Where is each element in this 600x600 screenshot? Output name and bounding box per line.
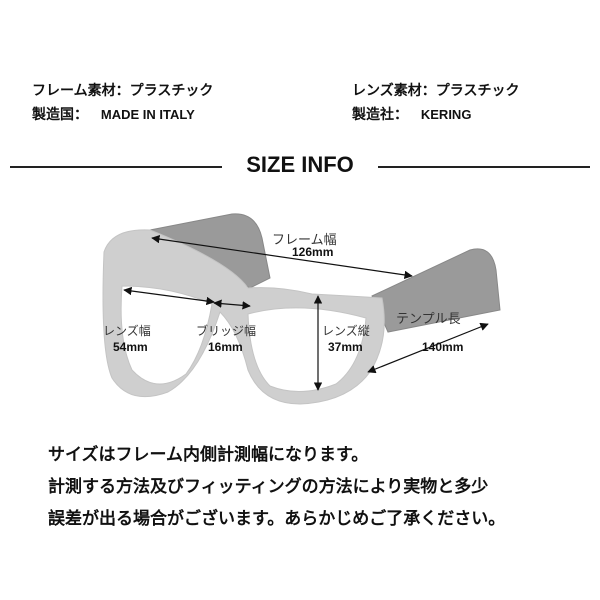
origin-value: MADE IN ITALY — [100, 107, 195, 122]
temple-length-value: 140mm — [422, 340, 464, 354]
temple-length-arrow — [367, 322, 489, 374]
frame-width-arrow — [151, 234, 413, 280]
note-line-2: 計測する方法及びフィッティングの方法により実物と多少 — [48, 477, 489, 497]
note-line-3: 誤差が出る場合がございます。あらかじめご了承ください。 — [48, 509, 506, 529]
bridge-width-label: ブリッジ幅 — [196, 324, 257, 338]
lens-width-value: 54mm — [113, 340, 148, 354]
size-info-title: SIZE INFO — [246, 152, 354, 177]
maker-value: KERING — [420, 107, 472, 122]
note-line-1: サイズはフレーム内側計測幅になります。 — [48, 445, 369, 465]
lens-material-label: レンズ素材： — [352, 83, 436, 99]
maker-label: 製造社： — [352, 107, 408, 123]
frame-material-spec: フレーム素材：プラスチック — [32, 80, 213, 100]
frame-material-value: プラスチック — [129, 83, 214, 99]
title-divider-left — [10, 166, 222, 168]
lens-material-value: プラスチック — [435, 83, 520, 99]
lens-width-label: レンズ幅 — [103, 324, 151, 338]
frame-width-value: 126mm — [292, 245, 334, 259]
lens-height-label: レンズ縦 — [322, 324, 370, 338]
frame-material-label: フレーム素材： — [32, 83, 130, 99]
bridge-width-value: 16mm — [208, 340, 243, 354]
bridge-width-arrow — [213, 299, 251, 310]
glasses-diagram — [102, 213, 501, 405]
size-info-header: SIZE INFO — [0, 152, 600, 182]
origin-spec: 製造国： MADE IN ITALY — [32, 104, 195, 124]
origin-label: 製造国： — [32, 107, 88, 123]
lens-height-value: 37mm — [328, 340, 363, 354]
temple-front — [371, 248, 501, 333]
frame-width-label: フレーム幅 — [272, 233, 337, 248]
maker-spec: 製造社： KERING — [352, 104, 471, 124]
temple-length-label: テンプル長 — [396, 312, 461, 327]
lens-width-arrow — [123, 286, 215, 306]
title-divider-right — [378, 166, 590, 168]
lens-material-spec: レンズ素材：プラスチック — [352, 80, 519, 100]
